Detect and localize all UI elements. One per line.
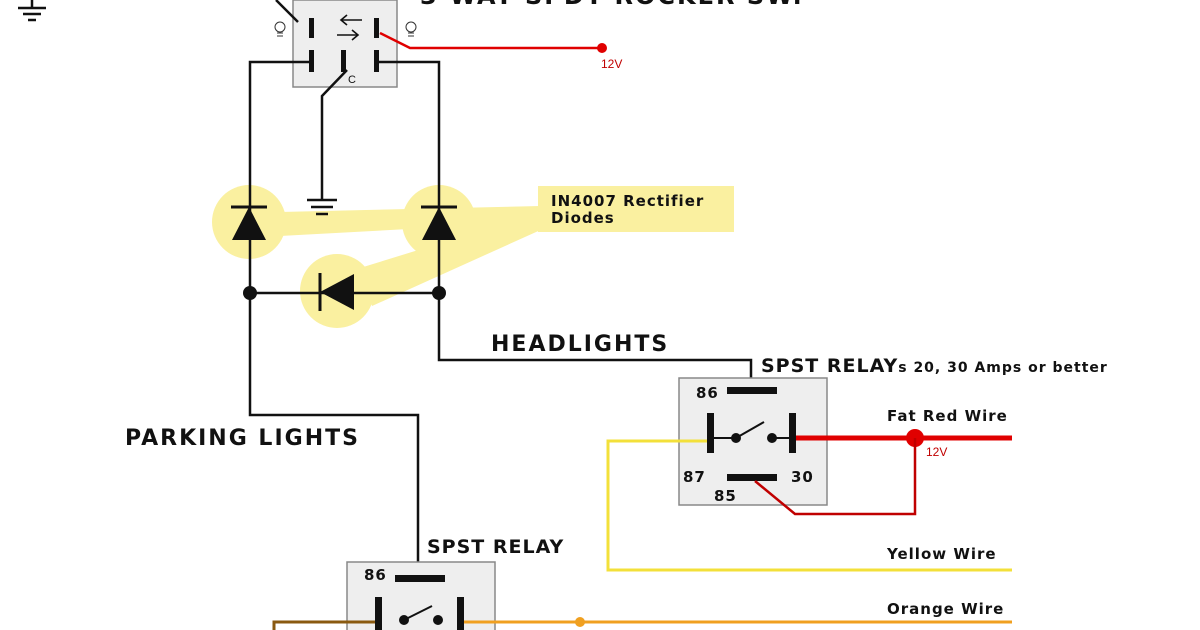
relay-12v-label: 12V [926, 445, 947, 459]
headlight-relay-subtitle: s 20, 30 Amps or better [898, 360, 1108, 376]
parking-relay-body [346, 561, 496, 630]
switch-lead-wire [275, 0, 299, 23]
top-12v-wire [379, 31, 602, 50]
headlight-relay-pin-30: 30 [791, 468, 814, 486]
headlight-relay-switch-arm [714, 421, 789, 443]
diode-highlight [212, 185, 734, 328]
parking-relay-title: SPST RELAY [427, 536, 564, 558]
ground-symbol-top-left [18, 0, 46, 22]
headlight-relay-pin-86: 86 [696, 384, 719, 402]
headlight-relay-title: SPST RELAYs 20, 30 Amps or better [761, 355, 1108, 377]
parking-relay-contacts [375, 575, 464, 630]
fat-red-wire-label: Fat Red Wire [887, 407, 1008, 425]
parking-relay-pin-86: 86 [364, 566, 387, 584]
bulb-icon-left [274, 21, 286, 37]
headlights-label: HEADLIGHTS [491, 332, 669, 357]
yellow-wire [606, 439, 1012, 572]
top-12v-terminal [597, 43, 607, 53]
junction-right [432, 286, 446, 300]
switch-center-label: C [348, 74, 356, 86]
diode-callout-line1: IN4007 Rectifier [551, 192, 704, 210]
headlight-relay-contacts [707, 387, 796, 481]
orange-wire-junction [575, 617, 585, 627]
top-12v-label: 12V [601, 57, 622, 71]
yellow-wire-label: Yellow Wire [886, 545, 997, 563]
diode-left-icon [231, 205, 267, 240]
orange-wire-label: Orange Wire [887, 600, 1004, 618]
headlight-relay-pin-87: 87 [683, 468, 706, 486]
bulb-icon-right [405, 21, 417, 37]
switch-title: 3-WAY SPDT ROCKER SW. [420, 0, 804, 10]
diode-middle-icon [318, 273, 354, 311]
parking-lights-label: PARKING LIGHTS [125, 426, 360, 451]
arrows-icon [337, 14, 362, 41]
headlight-relay-title-main: SPST RELAY [761, 355, 898, 377]
brown-wire [272, 620, 375, 630]
junction-left [243, 286, 257, 300]
relay-85-feed-wire [754, 438, 917, 516]
ground-symbol-switch [307, 198, 337, 216]
rocker-switch-body [292, 0, 398, 88]
diode-callout-line2: Diodes [551, 209, 615, 227]
diode-right-icon [421, 205, 457, 240]
parking-relay-switch-arm [399, 605, 443, 625]
headlight-relay-pin-85: 85 [714, 487, 737, 505]
